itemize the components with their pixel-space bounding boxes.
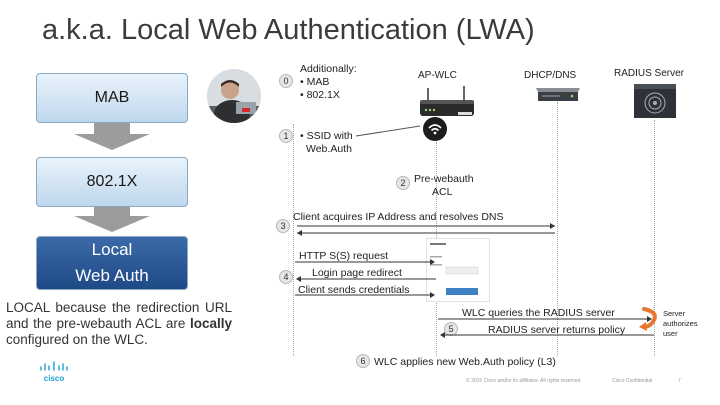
login-page-thumbnail <box>426 238 490 302</box>
step-0-line2: • MAB <box>300 76 330 88</box>
radius-lifeline <box>654 120 655 356</box>
step-2-line2: ACL <box>432 186 453 198</box>
lwa-label-line2: Web Auth <box>75 266 149 285</box>
mab-label: MAB <box>94 89 130 106</box>
lwa-explanation: LOCAL because the redirection URL and th… <box>6 300 232 347</box>
step-5-line1: WLC queries the RADIUS server <box>462 307 615 319</box>
footer-copyright: © 2015 Cisco and/or its affiliates. All … <box>466 378 582 384</box>
cisco-logo: cisco <box>38 360 70 384</box>
page-title: a.k.a. Local Web Authentication (LWA) <box>42 14 535 46</box>
down-arrow-icon <box>74 134 150 150</box>
step-2-badge: 2 <box>396 176 410 190</box>
radius-server-icon <box>632 82 678 120</box>
step-3-text: Client acquires IP Address and resolves … <box>293 211 504 223</box>
dhcp-dns-server-icon <box>534 86 582 102</box>
step-5-arrows <box>438 316 654 338</box>
footer-confidential: Cisco Confidential <box>612 378 653 384</box>
step-1-line2: Web.Auth <box>306 143 352 155</box>
step-3-arrows <box>297 223 555 236</box>
step-4-line1: HTTP S(S) request <box>299 250 389 262</box>
radius-server-label: RADIUS Server <box>614 68 685 79</box>
step-2-line1: Pre-webauth <box>414 173 474 185</box>
step-1-line1: • SSID with <box>300 130 353 142</box>
client-user-photo <box>206 68 262 124</box>
step-4-badge: 4 <box>279 270 293 284</box>
client-lifeline <box>293 124 294 356</box>
dot1x-box: 802.1X <box>36 157 188 207</box>
step-6-text: WLC applies new Web.Auth policy (L3) <box>374 356 556 368</box>
ap-wlc-label: AP-WLC <box>418 70 457 81</box>
server-authorizes-line1: Server <box>663 309 686 318</box>
step-4-arrows <box>295 259 436 298</box>
server-authorizes-line2: authorizes <box>663 319 698 328</box>
step-6-badge: 6 <box>356 354 370 368</box>
dhcp-lifeline <box>557 102 558 356</box>
arrow-mab-stem <box>94 123 130 135</box>
svg-text:cisco: cisco <box>44 374 65 383</box>
step-1-pointer <box>356 125 421 137</box>
step-3-badge: 3 <box>276 219 290 233</box>
access-point-wifi-icon <box>422 116 448 142</box>
dhcp-dns-label: DHCP/DNS <box>524 70 577 81</box>
arrow-dot1x-stem <box>94 207 130 217</box>
dot1x-label: 802.1X <box>86 173 138 190</box>
step-0-badge: 0 <box>279 74 293 88</box>
wlc-router-icon <box>418 84 476 120</box>
lwa-label-line1: Local <box>91 240 133 259</box>
footer-page-number: 7 <box>678 378 681 384</box>
step-1-badge: 1 <box>279 129 293 143</box>
step-4-line2: Login page redirect <box>312 267 402 279</box>
local-web-auth-box: Local Web Auth <box>36 236 188 290</box>
mab-box: MAB <box>36 73 188 123</box>
step-0-line1: Additionally: <box>300 63 357 75</box>
step-4-line3: Client sends credentials <box>298 284 410 296</box>
down-arrow-icon <box>74 216 150 232</box>
server-authorizes-line3: user <box>663 329 678 338</box>
step-0-line3: • 802.1X <box>300 89 340 101</box>
step-5-line2: RADIUS server returns policy <box>488 324 626 336</box>
orange-return-arrow-icon <box>638 306 660 334</box>
